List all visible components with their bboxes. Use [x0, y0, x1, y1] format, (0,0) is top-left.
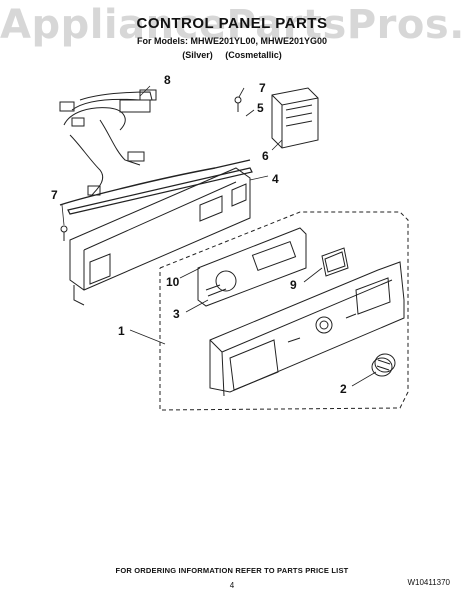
assembly-boundary: [159, 211, 409, 411]
variants-line: (Silver) (Cosmetallic): [182, 50, 282, 60]
callout-labels: 1 2 3 4 5 6 7 7 8 9 10: [51, 73, 347, 396]
callout-2: 2: [340, 382, 347, 396]
callout-1: 1: [118, 324, 125, 338]
callout-9: 9: [290, 278, 297, 292]
wire-harness: [59, 89, 251, 206]
page-number: 4: [229, 581, 235, 590]
console-frame: [69, 167, 251, 306]
models-line: For Models: MHWE201YL00, MHWE201YG00: [136, 36, 328, 46]
callout-6: 6: [262, 149, 269, 163]
watermark: AppliancePartsPros.com: [0, 2, 464, 48]
callout-4: 4: [272, 172, 279, 186]
leader-lines: [61, 85, 377, 387]
ordering-note: FOR ORDERING INFORMATION REFER TO PARTS …: [115, 566, 349, 575]
control-board-module: [271, 87, 319, 149]
console-panel: [209, 261, 405, 397]
document-number: W10411370: [407, 578, 450, 587]
callout-3: 3: [173, 307, 180, 321]
callout-10: 10: [166, 275, 180, 289]
knob: [371, 353, 396, 377]
led-housing: [321, 247, 349, 277]
user-interface-board: [197, 227, 307, 307]
callout-8: 8: [164, 73, 171, 87]
screw-top: [234, 96, 242, 112]
mounting-strip: [67, 167, 253, 215]
page-title: CONTROL PANEL PARTS: [136, 15, 328, 32]
callout-7a: 7: [259, 81, 266, 95]
callout-7b: 7: [51, 188, 58, 202]
screw-left: [60, 225, 68, 241]
callout-5: 5: [257, 101, 264, 115]
